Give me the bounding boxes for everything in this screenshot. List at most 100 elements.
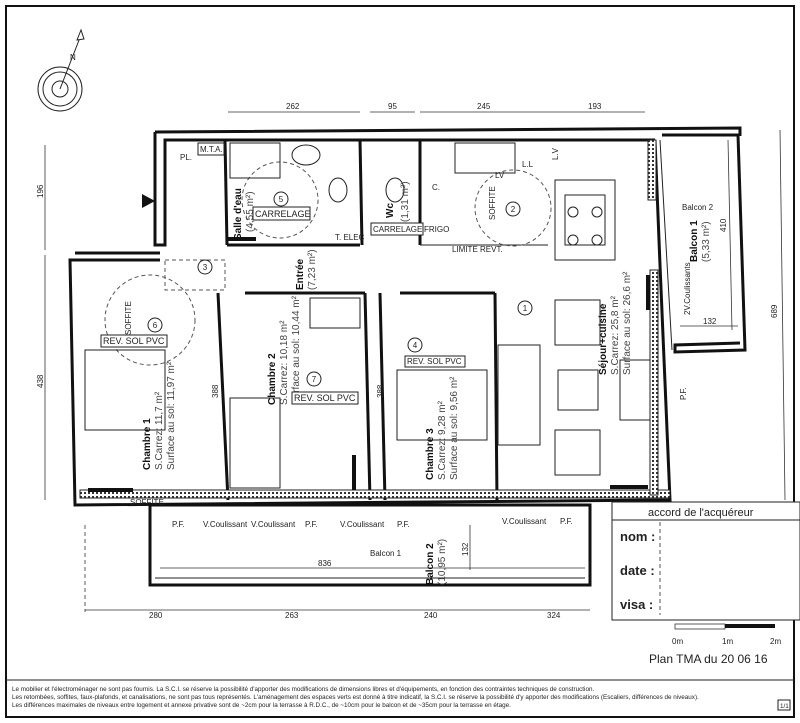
pf-label-1: P.F.	[172, 520, 185, 529]
dim-interior-2: 388	[376, 384, 385, 398]
page-number: 1/1	[780, 703, 789, 710]
dimension-values: 262 95 245 193 196 438 280 263 240 324 6…	[36, 102, 779, 620]
entree-area: (7,23 m²)	[307, 249, 318, 290]
salle-eau-name: Salle d'eau	[233, 188, 244, 240]
room-number-3: 3	[203, 263, 208, 272]
dim-right-689: 689	[770, 304, 779, 318]
field-date[interactable]: date :	[620, 563, 655, 578]
v-coulissant-label-3: V.Coulissant	[340, 520, 385, 529]
dim-left-1: 196	[36, 184, 45, 198]
balcon-bottom-name: Balcon 2	[425, 543, 436, 585]
apartment-walls	[68, 126, 742, 507]
soffite-label-ch1: SOFFITE	[124, 301, 133, 335]
sheet-frame	[5, 5, 795, 718]
dim-top-1: 262	[286, 102, 300, 111]
entrance-arrow-icon	[142, 194, 155, 208]
dim-top-4: 193	[588, 102, 602, 111]
carrelage-label-sde: CARRELAGE	[255, 209, 311, 219]
soffite-label-bottom: SOFFITE	[130, 498, 164, 507]
dim-bottom-4: 324	[547, 611, 561, 620]
ll-label: L.L	[522, 160, 534, 169]
dimension-lines	[44, 111, 645, 500]
carrelage-label-wc: CARRELAGE	[373, 225, 422, 234]
sejour-carrez: S.Carrez: 25,8 m²	[610, 295, 621, 375]
wc-name: Wc	[385, 203, 396, 218]
pf-label-2: P.F.	[305, 520, 318, 529]
lv-label: LV	[495, 171, 505, 180]
balcon-right-name: Balcon 1	[689, 220, 700, 262]
pf-label-4: P.F.	[560, 517, 573, 526]
compass-rose-icon: N	[37, 28, 85, 112]
pf-label-3: P.F.	[397, 520, 410, 529]
room-number-6: 6	[153, 321, 158, 330]
room-number-1: 1	[523, 304, 528, 313]
field-visa[interactable]: visa :	[620, 597, 653, 612]
chambre3-sol: Surface au sol: 9,56 m²	[449, 376, 460, 480]
dim-right-132: 132	[703, 317, 717, 326]
rev-sol-pvc-ch1: REV. SOL PVC	[103, 336, 165, 346]
scale-0m: 0m	[672, 637, 683, 646]
wc-area: (1,31 m²)	[400, 181, 411, 222]
rev-sol-pvc-ch2: REV. SOL PVC	[294, 393, 356, 403]
entree-name: Entrée	[295, 258, 306, 290]
chambre3-carrez: S.Carrez: 9,28 m²	[437, 400, 448, 480]
balcon-right-small-label: Balcon 2	[682, 203, 714, 212]
footnote-2: Les retombées, soffites, faux-plafonds, …	[12, 694, 699, 701]
room-number-7: 7	[312, 375, 317, 384]
soffite-label-cuisine: SOFFITE	[488, 186, 497, 220]
plan-title: Plan TMA du 20 06 16	[649, 652, 768, 666]
north-label: N	[70, 53, 76, 62]
chambre3-name: Chambre 3	[425, 428, 436, 480]
furniture	[84, 142, 651, 492]
frigo-label: FRIGO	[424, 225, 449, 234]
v-coulissant-label-4: V.Coulissant	[502, 517, 547, 526]
dim-top-2: 95	[388, 102, 397, 111]
footnote-3: Les différences maximales de niveaux ent…	[12, 702, 511, 709]
room-number-5: 5	[279, 195, 284, 204]
chambre2-name: Chambre 2	[267, 353, 278, 405]
pl-label: PL.	[180, 153, 192, 162]
balcon-bottom-small-label: Balcon 1	[370, 549, 402, 558]
rev-sol-pvc-ch3: REV. SOL PVC	[407, 357, 462, 366]
sejour-name: Séjour+cuisine	[598, 303, 609, 375]
room-labels: Salle d'eau (4,55 m²) Entrée (7,23 m²) W…	[142, 181, 714, 585]
dim-bottom-1: 280	[149, 611, 163, 620]
chambre1-carrez: S.Carrez: 11,7 m²	[154, 391, 165, 470]
mta-label: M.T.A.	[200, 145, 223, 154]
dim-balcon-132: 132	[461, 542, 470, 556]
pf-label-right: P.F.	[679, 387, 688, 400]
chambre2-carrez: S.Carrez: 10,18 m²	[279, 320, 290, 405]
scale-2m: 2m	[770, 637, 781, 646]
v-coulissant-label-1: V.Coulissant	[203, 520, 248, 529]
sejour-sol: Surface au sol: 26,6 m²	[622, 271, 633, 375]
dim-right-410: 410	[719, 218, 728, 232]
field-nom[interactable]: nom :	[620, 529, 655, 544]
chambre1-sol: Surface au sol: 11,97 m²	[166, 361, 177, 470]
dim-bottom-3: 240	[424, 611, 438, 620]
room-number-2: 2	[511, 205, 516, 214]
dim-left-2: 438	[36, 374, 45, 388]
limite-revt-label: LIMITE REVT.	[452, 245, 503, 254]
scale-1m: 1m	[722, 637, 733, 646]
balcon-bottom-area: (10,95 m²)	[437, 539, 448, 585]
scale-bar: 0m 1m 2m	[672, 623, 781, 646]
dim-balcon-836: 836	[318, 559, 332, 568]
balcony-right	[659, 129, 786, 501]
dim-bottom-2: 263	[285, 611, 299, 620]
dim-top-3: 245	[477, 102, 491, 111]
buyer-approval-box: accord de l'acquéreur nom : date : visa …	[611, 501, 800, 621]
chambre1-name: Chambre 1	[142, 418, 153, 470]
dim-interior-1: 388	[211, 384, 220, 398]
t-elec-label: T. ELEC	[335, 233, 365, 242]
room-number-4: 4	[413, 341, 418, 350]
chambre2-sol: Surface au sol: 10,44 m²	[291, 295, 302, 405]
footnote-1: Le mobilier et l'électroménager ne sont …	[12, 686, 594, 693]
buyer-approval-title: accord de l'acquéreur	[648, 507, 754, 519]
annotations: PL. M.T.A. CARRELAGE CARRELAGE FRIGO T. …	[100, 142, 692, 529]
salle-eau-area: (4,55 m²)	[245, 191, 256, 232]
balcony-bottom	[84, 503, 592, 612]
c-label: C.	[432, 183, 440, 192]
room-numbers: 1 2 3 4 5 6 7	[147, 191, 533, 387]
two-v-coulissants-label: 2V.Coulissants	[683, 262, 692, 315]
